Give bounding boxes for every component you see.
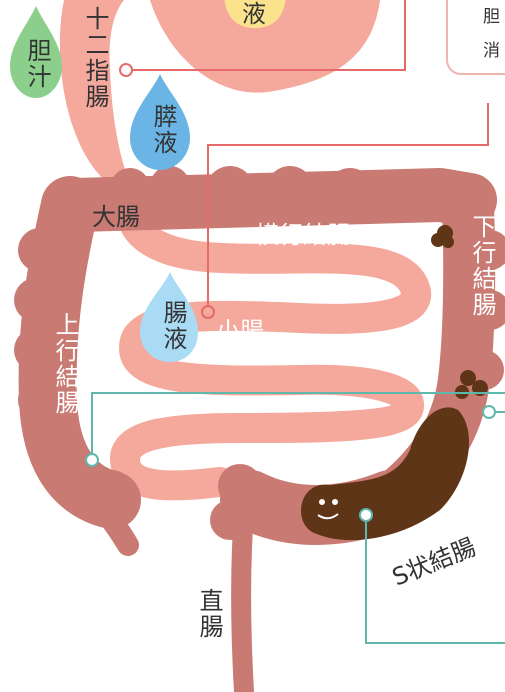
duodenum [59, 0, 141, 205]
callout-line-1: 胆 [483, 7, 500, 27]
descending-colon-label: 下行結腸 [468, 214, 496, 318]
intestinal-juice-label: 腸液 [159, 300, 187, 352]
large-intestine-label: 大腸 [92, 203, 140, 231]
pancreatic-juice-label: 膵液 [149, 104, 177, 156]
small-intestine [110, 185, 431, 501]
large-intestine-bumps [14, 166, 505, 540]
ascending-colon-label: 上行結腸 [51, 312, 79, 416]
callout-box [446, 0, 505, 75]
leader-lines-red [126, 0, 489, 306]
stool-face [317, 499, 339, 520]
bile-drop [10, 6, 62, 98]
callout-line-2: 消 [483, 41, 500, 61]
small-intestine-label: 小腸 [216, 317, 264, 345]
top-drop-label: 液 [242, 0, 266, 28]
bile-label: 胆汁 [23, 38, 51, 90]
intestinal-drop [140, 272, 198, 362]
top-drop [224, 0, 286, 28]
transverse-colon-label: 横行結腸 [255, 221, 351, 249]
pancreatic-drop [130, 74, 190, 170]
duodenum-label: 十二指腸 [81, 6, 109, 110]
rectum-label: 直腸 [195, 588, 223, 640]
